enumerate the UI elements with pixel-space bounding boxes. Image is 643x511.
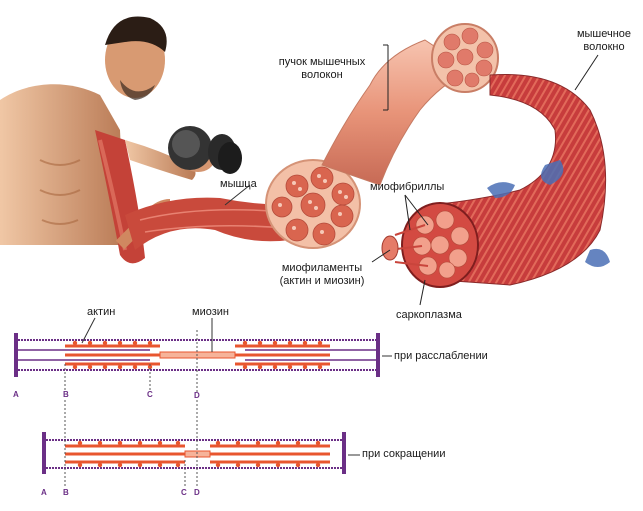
label-contracted: при сокращении — [362, 448, 446, 460]
label-muscle-bundle: пучок мышечных волокон — [278, 56, 366, 81]
band-letter-c-bottom: C — [181, 488, 187, 497]
muscle-cross-section-icon — [265, 159, 361, 249]
label-myofibrils: миофибриллы — [370, 181, 445, 193]
sarcomere-contracted-icon — [42, 400, 360, 488]
label-muscle-fiber: мышечное волокно — [576, 28, 632, 53]
label-relaxed: при расслаблении — [394, 350, 488, 362]
band-letter-b-bottom: B — [63, 488, 69, 497]
label-muscle: мышца — [220, 178, 257, 190]
label-myofilaments: миофиламенты (актин и миозин) — [279, 262, 365, 287]
band-letter-c-top: C — [147, 390, 153, 399]
label-myosin: миозин — [192, 306, 229, 318]
band-letter-a-top: A — [13, 390, 19, 399]
label-actin: актин — [87, 306, 116, 318]
leader-lines — [371, 44, 599, 306]
sarcomere-relaxed-icon — [14, 317, 392, 392]
band-letter-d-bottom: D — [194, 488, 200, 497]
man-with-dumbbell-icon — [0, 16, 242, 264]
band-letter-a-bottom: A — [41, 488, 47, 497]
myofibril-cross-section-icon — [381, 202, 479, 288]
label-sarcoplasm: саркоплазма — [396, 309, 462, 321]
muscle-leader-line — [224, 184, 251, 206]
band-letter-b-top: B — [63, 390, 69, 399]
muscle-bundle-cap-icon — [431, 23, 499, 93]
band-letter-d-top: D — [194, 391, 200, 400]
